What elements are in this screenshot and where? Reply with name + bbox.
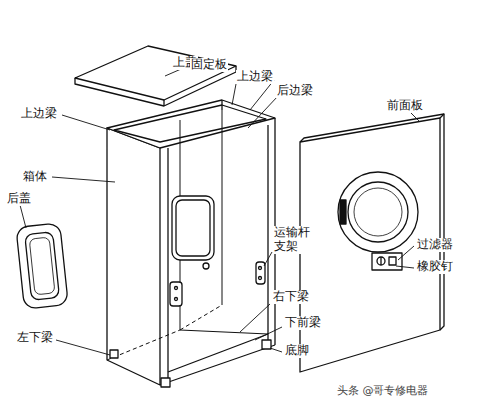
part-label: 箱体 — [22, 170, 48, 184]
part-label: 底脚 — [284, 344, 310, 358]
part-label: 橡胶钉 — [416, 260, 454, 274]
part-label: 后边梁 — [276, 84, 314, 98]
part-label: 上边梁 — [20, 107, 58, 121]
part-label: 过滤器 — [416, 238, 454, 252]
part-label: 右下梁 — [272, 290, 310, 304]
top-cover — [75, 46, 236, 106]
part-label: 固定板 — [190, 58, 228, 72]
part-label: 下前梁 — [284, 316, 322, 330]
part-label: 左下梁 — [16, 331, 54, 345]
leader-lines — [20, 66, 420, 355]
rear-cover — [16, 223, 68, 309]
part-label: 运输杆 支架 — [273, 226, 315, 254]
part-label: 后盖 — [6, 192, 32, 206]
part-label: 前面板 — [386, 99, 424, 113]
part-label: 上边梁 — [236, 70, 274, 84]
cabinet-box — [107, 100, 275, 387]
watermark: 头条 @哥专修电器 — [336, 385, 430, 398]
